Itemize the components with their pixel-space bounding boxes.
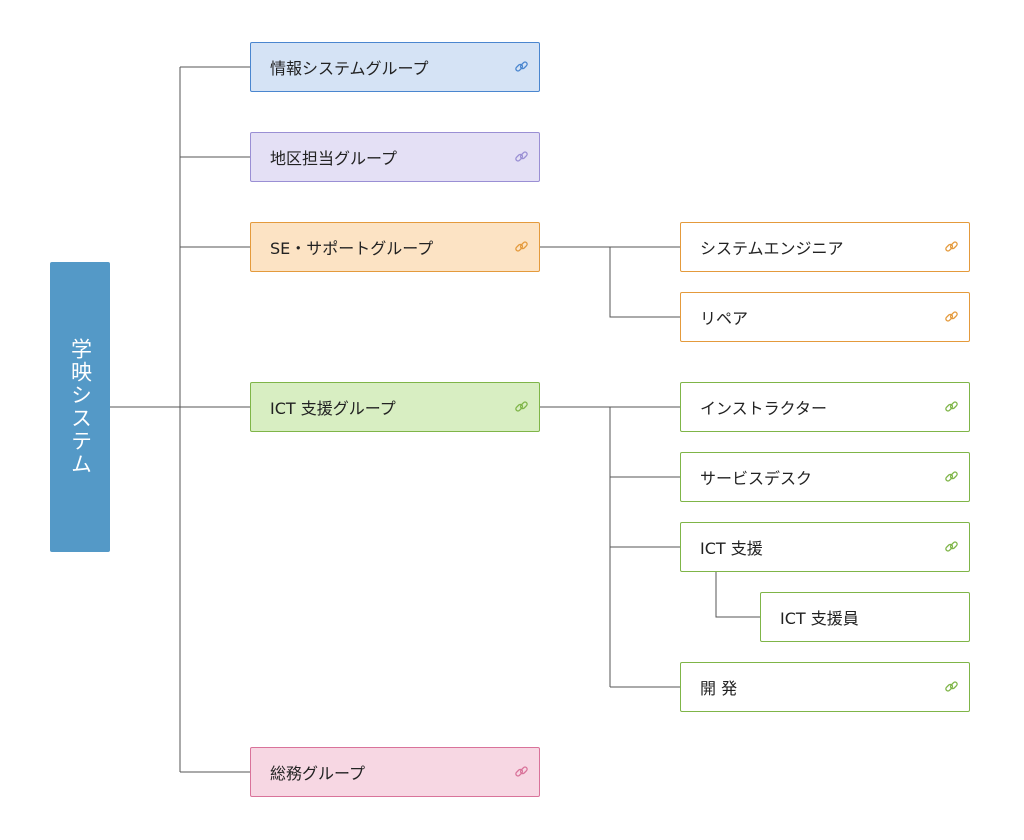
link-icon[interactable] [944,309,959,324]
node-label: サービスデスク [700,469,813,488]
node-label: インストラクター [700,399,828,418]
group-info-system[interactable]: 情報システムグループ [250,42,540,92]
connector-ict-branch [540,406,680,688]
node-system-engineer[interactable]: システムエンジニア [680,222,970,272]
link-icon[interactable] [944,679,959,694]
node-label: 開 発 [700,679,738,698]
link-icon[interactable] [514,239,529,254]
root-label: 学映システム [68,338,93,476]
node-label: ICT 支援員 [780,609,859,628]
link-icon[interactable] [944,239,959,254]
link-icon[interactable] [514,149,529,164]
group-label: 総務グループ [270,764,366,783]
link-icon[interactable] [944,399,959,414]
group-label: SE・サポートグループ [270,239,434,258]
node-service-desk[interactable]: サービスデスク [680,452,970,502]
link-icon[interactable] [944,469,959,484]
group-area[interactable]: 地区担当グループ [250,132,540,182]
node-label: リペア [700,309,749,328]
root-node[interactable]: 学映システム [50,262,110,552]
group-label: ICT 支援グループ [270,399,396,418]
group-label: 情報システムグループ [270,59,429,78]
connector-root-trunk [110,67,181,772]
node-development[interactable]: 開 発 [680,662,970,712]
link-icon[interactable] [514,399,529,414]
connector-se-branch [540,246,680,318]
group-ict-support[interactable]: ICT 支援グループ [250,382,540,432]
node-ict-support-staff[interactable]: ICT 支援員 [760,592,970,642]
node-instructor[interactable]: インストラクター [680,382,970,432]
group-se-support[interactable]: SE・サポートグループ [250,222,540,272]
node-label: システムエンジニア [700,239,844,258]
node-label: ICT 支援 [700,539,763,558]
link-icon[interactable] [514,764,529,779]
group-general-affairs[interactable]: 総務グループ [250,747,540,797]
link-icon[interactable] [514,59,529,74]
node-repair[interactable]: リペア [680,292,970,342]
connector-ict-sub [715,572,760,618]
node-ict-support[interactable]: ICT 支援 [680,522,970,572]
group-label: 地区担当グループ [270,149,398,168]
link-icon[interactable] [944,539,959,554]
